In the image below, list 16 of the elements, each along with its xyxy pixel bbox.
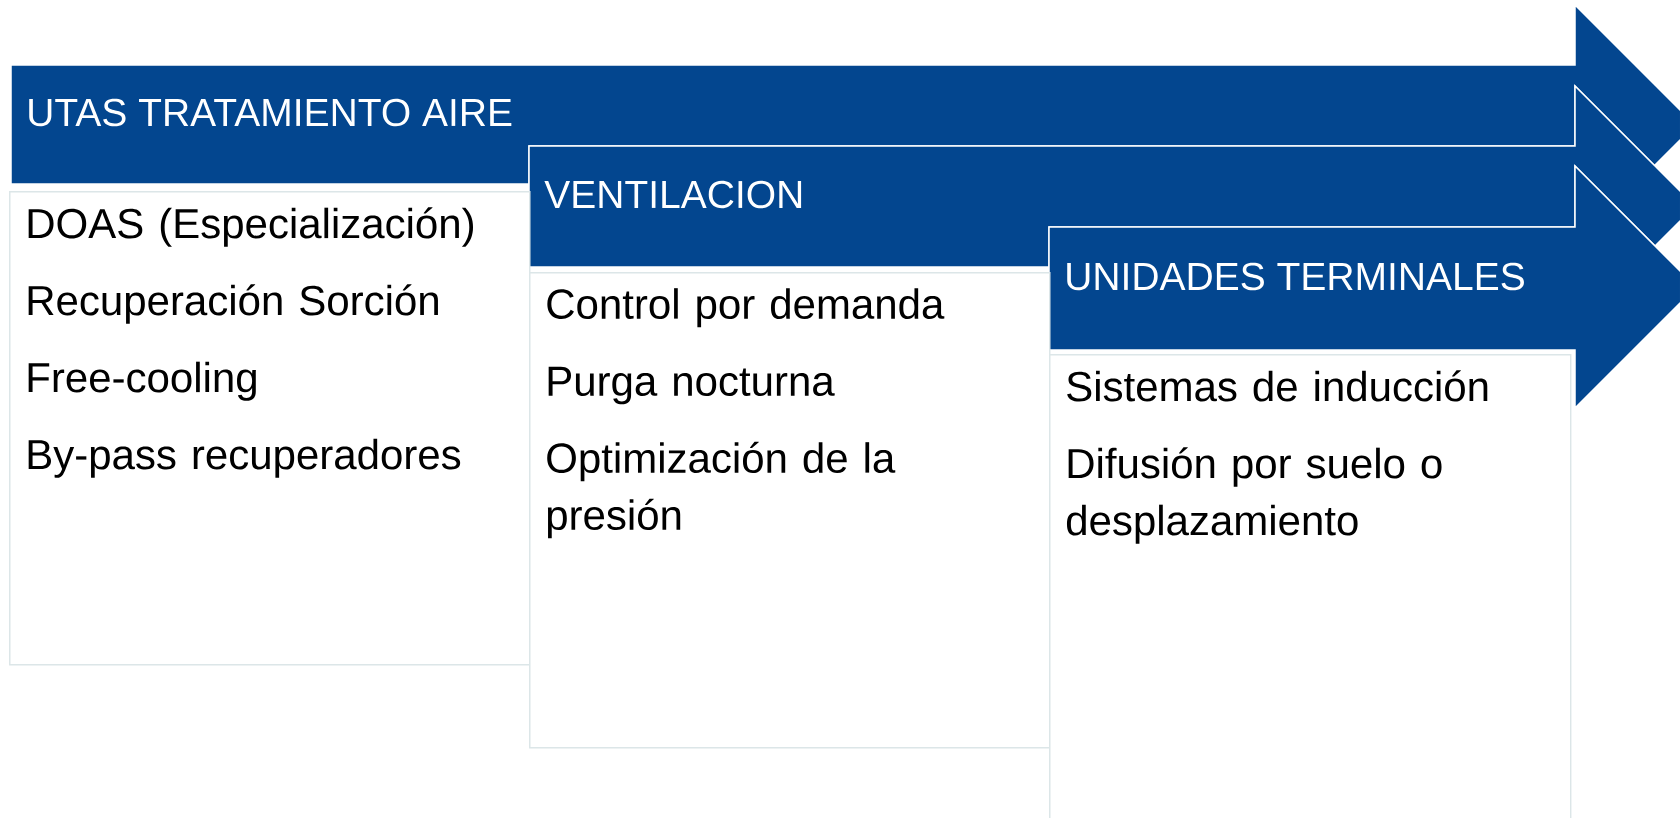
list-item: Difusión por suelo o desplazamiento <box>1066 447 1442 544</box>
list-item: Control por demanda <box>547 288 945 328</box>
list-item: Free-cooling <box>28 361 256 401</box>
list-item: Sistemas de inducción <box>1067 370 1488 402</box>
list-item: By-pass recuperadores <box>28 438 461 478</box>
band-label: UNIDADES TERMINALES <box>1067 262 1524 291</box>
list-item: DOAS (Especialización) <box>28 207 473 247</box>
list-item: Recuperación Sorción <box>28 284 438 324</box>
arrow-band <box>1048 164 1680 410</box>
list-item: Purga nocturna <box>548 366 835 405</box>
band-label: UTAS TRATAMIENTO AIRE <box>29 98 512 127</box>
content-box <box>529 272 1051 749</box>
band-label: VENTILACION <box>544 180 802 209</box>
list-item: Optimización de la presión <box>547 441 896 539</box>
content-box <box>1049 354 1572 818</box>
content-box <box>9 191 531 666</box>
